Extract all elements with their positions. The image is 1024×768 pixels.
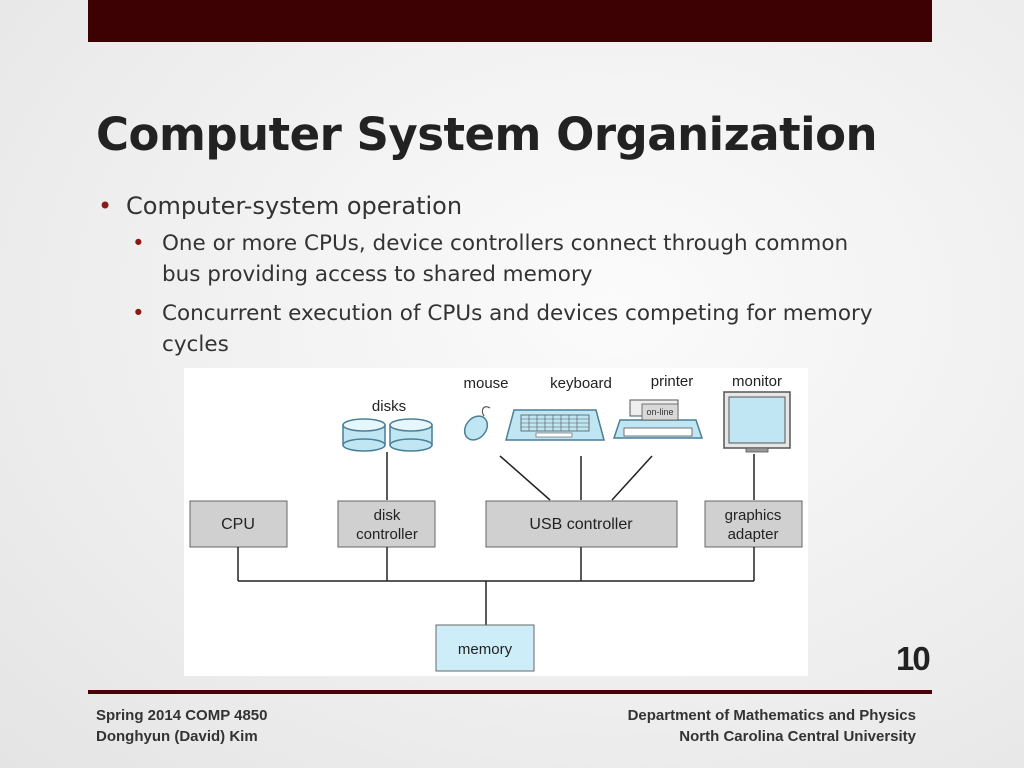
footer-author: Donghyun (David) Kim xyxy=(96,728,258,745)
printer-label: printer xyxy=(651,373,694,390)
footer-university: North Carolina Central University xyxy=(679,728,916,745)
graphics-adapter-label-line1: graphics xyxy=(725,507,782,524)
device-connection-lines xyxy=(386,452,755,501)
bullet-list: Computer-system operation One or more CP… xyxy=(96,192,896,360)
memory-label: memory xyxy=(458,641,513,658)
monitor-icon xyxy=(723,391,791,453)
usb-controller-box xyxy=(485,500,678,548)
cpu-label: CPU xyxy=(221,516,255,533)
disk-controller-label-line2: controller xyxy=(356,526,418,543)
graphics-adapter-label-line2: adapter xyxy=(728,526,779,543)
footer-right: Department of Mathematics and Physics No… xyxy=(628,705,916,747)
printer-online-label: on-line xyxy=(646,407,673,417)
disks-label: disks xyxy=(372,398,406,415)
disks-icon xyxy=(342,418,433,452)
memory-box xyxy=(435,624,535,672)
footer-left: Spring 2014 COMP 4850 Donghyun (David) K… xyxy=(96,705,267,747)
monitor-label: monitor xyxy=(732,373,782,390)
mouse-label: mouse xyxy=(463,375,508,392)
cpu-box xyxy=(189,500,288,548)
graphics-adapter-box xyxy=(704,500,803,548)
slide-title: Computer System Organization xyxy=(96,108,878,161)
disk-controller-box xyxy=(337,500,436,548)
system-bus xyxy=(237,547,755,625)
system-diagram: disks mouse keyboard printer monitor xyxy=(184,368,808,676)
disk-controller-label-line1: disk xyxy=(374,507,401,524)
printer-icon: on-line xyxy=(612,399,704,439)
bullet-level2-2: Concurrent execution of CPUs and devices… xyxy=(96,298,882,360)
footer-course: Spring 2014 COMP 4850 xyxy=(96,707,268,724)
footer-department: Department of Mathematics and Physics xyxy=(627,707,916,724)
top-bar xyxy=(88,0,932,42)
keyboard-icon xyxy=(505,409,605,441)
bullet-level2-1: One or more CPUs, device controllers con… xyxy=(96,228,882,290)
footer-divider xyxy=(88,690,932,694)
bullet-level1: Computer-system operation xyxy=(96,192,896,220)
mouse-icon xyxy=(463,406,491,441)
diagram-svg: disks mouse keyboard printer monitor xyxy=(189,373,803,672)
usb-controller-label: USB controller xyxy=(529,516,633,533)
keyboard-label: keyboard xyxy=(550,375,612,392)
page-number: 10 xyxy=(896,640,931,677)
